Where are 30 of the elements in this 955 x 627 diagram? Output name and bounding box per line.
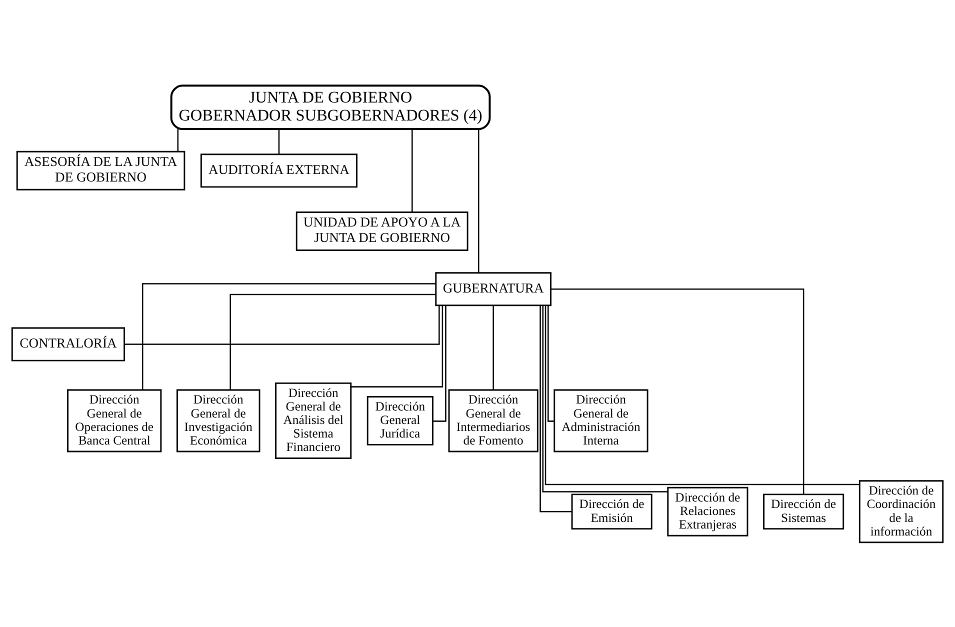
node-box: Dirección de Emisión: [571, 493, 652, 530]
connector: [550, 288, 804, 494]
node-box: Dirección General Jurídica: [366, 396, 434, 445]
connector: [142, 282, 436, 390]
node-box: UNIDAD DE APOYO A LA JUNTA DE GOBIERNO: [296, 211, 468, 250]
connector: [124, 305, 440, 344]
connector: [351, 305, 444, 387]
connector: [278, 128, 280, 154]
node-box: Dirección de Sistemas: [763, 493, 844, 530]
node-box: Dirección General de Investigación Económica: [176, 388, 260, 452]
connector: [544, 304, 860, 485]
node-box: JUNTA DE GOBIERNO GOBERNADOR SUBGOBERNADORES (4): [170, 84, 491, 130]
connector: [478, 128, 480, 272]
node-box: Dirección General de Análisis del Sistema Financiero: [275, 382, 352, 458]
node-box: Dirección de Relaciones Extranjeras: [667, 486, 748, 536]
connector: [548, 305, 554, 422]
connector: [230, 293, 436, 390]
connector: [177, 128, 179, 152]
connector: [540, 305, 572, 512]
node-box: Dirección General de Administración Interna: [554, 388, 648, 452]
node-box: AUDITORÍA EXTERNA: [200, 153, 358, 188]
node-box: GUBERNATURA: [435, 272, 552, 306]
node-box: Dirección de Coordinación de la información: [858, 480, 944, 543]
node-box: ASESORÍA DE LA JUNTA DE GOBIERNO: [16, 150, 186, 190]
node-box: CONTRALORÍA: [11, 326, 126, 361]
connector: [542, 305, 668, 492]
node-box: Dirección General de Operaciones de Banca Central: [67, 388, 162, 452]
node-box: Dirección General de Intermediarios de Fomento: [448, 388, 538, 452]
connector: [492, 305, 494, 390]
connector: [412, 128, 413, 212]
